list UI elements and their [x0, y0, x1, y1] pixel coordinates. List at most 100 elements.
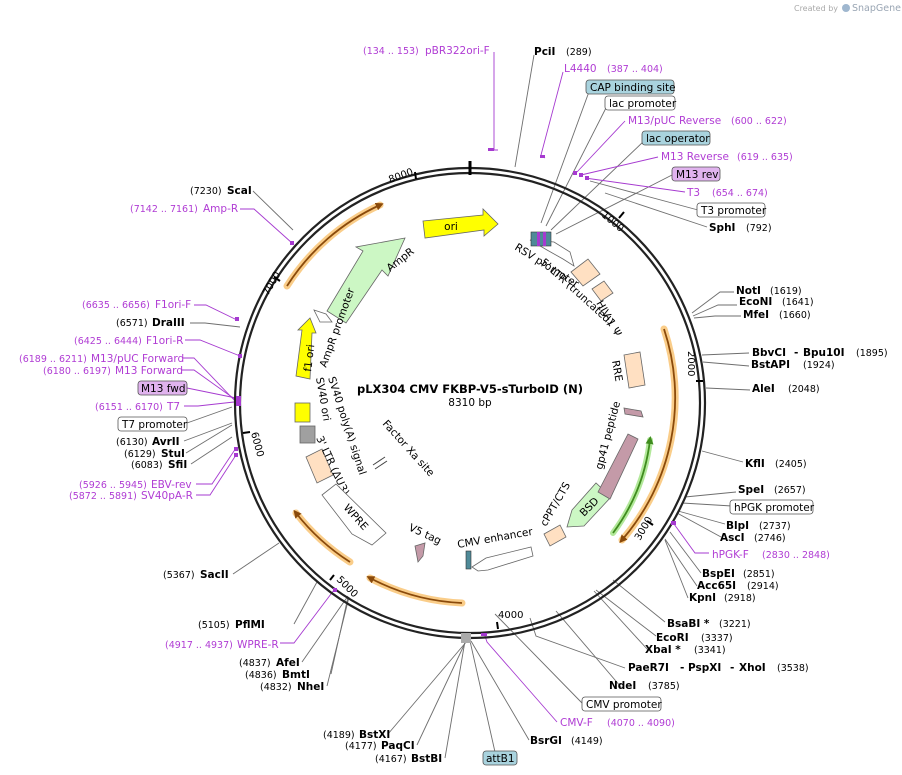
- svg-text:(4189): (4189): [323, 730, 355, 741]
- site-ecori[interactable]: EcoRI(3337): [656, 632, 733, 644]
- plasmid-name: pLX304 CMV FKBP-V5-sTurboID (N): [357, 382, 583, 396]
- hpgk-promoter-box[interactable]: hPGK promoter: [729, 499, 815, 515]
- site-sphi[interactable]: SphI(792): [709, 222, 772, 234]
- t7-promoter-box[interactable]: T7 promoter: [117, 416, 188, 432]
- site-mfei[interactable]: MfeI(1660): [743, 309, 811, 321]
- site-draiii[interactable]: (6571)DraIII: [116, 317, 185, 329]
- m13-rev-box[interactable]: M13 rev: [671, 166, 721, 182]
- primer-t7[interactable]: (6151 .. 6170) T7: [95, 401, 180, 413]
- site-paer7i[interactable]: PaeR7I-: [628, 662, 684, 674]
- t3-promoter-box[interactable]: T3 promoter: [696, 202, 767, 218]
- site-asci[interactable]: AscI(2746): [720, 532, 786, 544]
- primer-t3[interactable]: T3 (654 .. 674): [686, 187, 768, 199]
- primer-cmv-f[interactable]: CMV-F (4070 .. 4090): [560, 717, 675, 729]
- cmv-enhancer-label: CMV enhancer: [456, 526, 534, 551]
- svg-text:(5926 .. 5945): (5926 .. 5945): [79, 480, 147, 491]
- site-kfli[interactable]: KflI(2405): [745, 458, 807, 470]
- primer-m13-puc-forward[interactable]: (6189 .. 6211) M13/pUC Forward: [19, 353, 184, 365]
- site-nhei[interactable]: (4832)NheI: [260, 681, 324, 693]
- cap-binding-site-box[interactable]: CAP binding site: [585, 79, 676, 95]
- primer-wpre-r[interactable]: (4917 .. 4937) WPRE-R: [165, 639, 279, 651]
- site-alei[interactable]: AleI(2048): [752, 383, 820, 395]
- attb1-label: attB1: [486, 753, 515, 765]
- svg-text:L4440: L4440: [564, 63, 597, 75]
- svg-text:BstAPI: BstAPI: [751, 359, 790, 371]
- primer-pbr322ori-f[interactable]: (134 .. 153) pBR322ori-F: [363, 45, 490, 57]
- site-pflmi[interactable]: (5105)PflMI: [198, 619, 265, 631]
- bsd-orf-arc: [610, 436, 654, 536]
- svg-text:BsaBI *: BsaBI *: [667, 618, 710, 630]
- site-xhoi[interactable]: XhoI(3538): [739, 662, 809, 674]
- svg-text:(6425 .. 6444): (6425 .. 6444): [74, 336, 142, 347]
- snapgene-logo-icon: [842, 4, 850, 12]
- site-bbvci[interactable]: BbvCI-: [752, 347, 798, 359]
- bsd-feature: BSD: [566, 482, 612, 528]
- primer-ebv-rev[interactable]: (5926 .. 5945) EBV-rev: [79, 479, 192, 491]
- cap-binding-site-label: CAP binding site: [590, 82, 676, 94]
- orf-arc-top-left: [283, 201, 384, 290]
- svg-text:(3337): (3337): [701, 633, 733, 644]
- site-scai[interactable]: (7230)ScaI: [190, 185, 252, 197]
- svg-text:M13 Forward: M13 Forward: [115, 365, 183, 377]
- lac-operator-box[interactable]: lac operator: [641, 130, 711, 146]
- site-xbai[interactable]: XbaI *(3341): [645, 644, 726, 656]
- site-acc65i[interactable]: Acc65I(2914): [697, 580, 779, 592]
- t3-promoter-label: T3 promoter: [700, 205, 767, 217]
- site-afei[interactable]: (4837)AfeI: [239, 657, 300, 669]
- primer-amp-r[interactable]: (7142 .. 7161) Amp-R: [130, 203, 238, 215]
- site-bmti[interactable]: (4836)BmtI: [245, 669, 310, 681]
- svg-text:(600 .. 622): (600 .. 622): [731, 116, 787, 127]
- svg-text:NdeI: NdeI: [609, 680, 636, 692]
- svg-text:DraIII: DraIII: [152, 317, 185, 329]
- tick-label-4000: 4000: [498, 610, 523, 621]
- site-bstapi[interactable]: BstAPI(1924): [751, 359, 835, 371]
- site-paqci[interactable]: (4177)PaqCI: [345, 740, 415, 752]
- primer-m13-puc-reverse[interactable]: M13/pUC Reverse (600 .. 622): [628, 115, 787, 127]
- site-bstxi[interactable]: (4189)BstXI: [323, 729, 390, 741]
- site-blpi[interactable]: BlpI(2737): [726, 520, 791, 532]
- cmv-promoter-box[interactable]: CMV promoter: [581, 696, 662, 712]
- site-pspxi[interactable]: PspXI-: [688, 662, 734, 674]
- site-stui[interactable]: (6129)StuI: [124, 448, 185, 460]
- primer-sv40pa-r[interactable]: (5872 .. 5891) SV40pA-R: [69, 490, 193, 502]
- gp41-feature: gp41 peptide: [593, 400, 644, 500]
- svg-text:SV40pA-R: SV40pA-R: [141, 490, 193, 502]
- primer-l4440[interactable]: L4440 (387 .. 404): [564, 63, 663, 75]
- site-bstbi[interactable]: (4167)BstBI: [375, 753, 442, 765]
- site-bsrgi[interactable]: BsrGI(4149): [530, 735, 603, 747]
- primer-hpgk-f[interactable]: hPGK-F (2830 .. 2848): [712, 549, 830, 561]
- primer-f1ori-r[interactable]: (6425 .. 6444) F1ori-R: [74, 335, 183, 347]
- site-ndei[interactable]: NdeI(3785): [609, 680, 680, 692]
- svg-text:(4917 .. 4937): (4917 .. 4937): [165, 640, 233, 651]
- site-sacii[interactable]: (5367)SacII: [163, 569, 229, 581]
- svg-text:(4149): (4149): [571, 736, 603, 747]
- site-avrii[interactable]: (6130)AvrII: [116, 436, 180, 448]
- site-pcii[interactable]: PciI(289): [534, 46, 592, 58]
- site-kpni[interactable]: KpnI(2918): [689, 592, 756, 604]
- svg-text:T7: T7: [166, 401, 180, 413]
- attb1-box[interactable]: attB1: [482, 750, 518, 766]
- site-econi[interactable]: EcoNI(1641): [739, 296, 814, 308]
- lac-promoter-box[interactable]: lac promoter: [604, 95, 677, 111]
- svg-text:pBR322ori-F: pBR322ori-F: [425, 45, 490, 57]
- svg-text:AleI: AleI: [752, 383, 775, 395]
- primer-f1ori-f[interactable]: (6635 .. 6656) F1ori-F: [82, 299, 191, 311]
- f1-ori-label: f1 ori: [302, 344, 317, 373]
- site-sfii[interactable]: (6083)SfiI: [131, 459, 187, 471]
- svg-text:F1ori-F: F1ori-F: [155, 299, 191, 311]
- primer-m13-forward[interactable]: (6180 .. 6197) M13 Forward: [43, 365, 183, 377]
- svg-text:hPGK-F: hPGK-F: [712, 549, 749, 561]
- svg-text:NheI: NheI: [297, 681, 324, 693]
- rre-feature: RRE: [609, 351, 646, 389]
- site-noti[interactable]: NotI(1619): [736, 285, 802, 297]
- site-spei[interactable]: SpeI(2657): [738, 484, 806, 496]
- primer-m13-reverse[interactable]: M13 Reverse (619 .. 635): [661, 151, 793, 163]
- center-labels: pLX304 CMV FKBP-V5-sTurboID (N) 8310 bp: [357, 382, 583, 409]
- site-bspei[interactable]: BspEI(2851): [702, 568, 775, 580]
- m13-fwd-box[interactable]: M13 fwd: [137, 380, 188, 396]
- svg-text:-: -: [730, 662, 734, 674]
- svg-text:(792): (792): [746, 223, 772, 234]
- site-bsabi[interactable]: BsaBI *(3221): [667, 618, 751, 630]
- site-bpu10i[interactable]: Bpu10I(1895): [803, 347, 888, 359]
- svg-text:(289): (289): [566, 47, 592, 58]
